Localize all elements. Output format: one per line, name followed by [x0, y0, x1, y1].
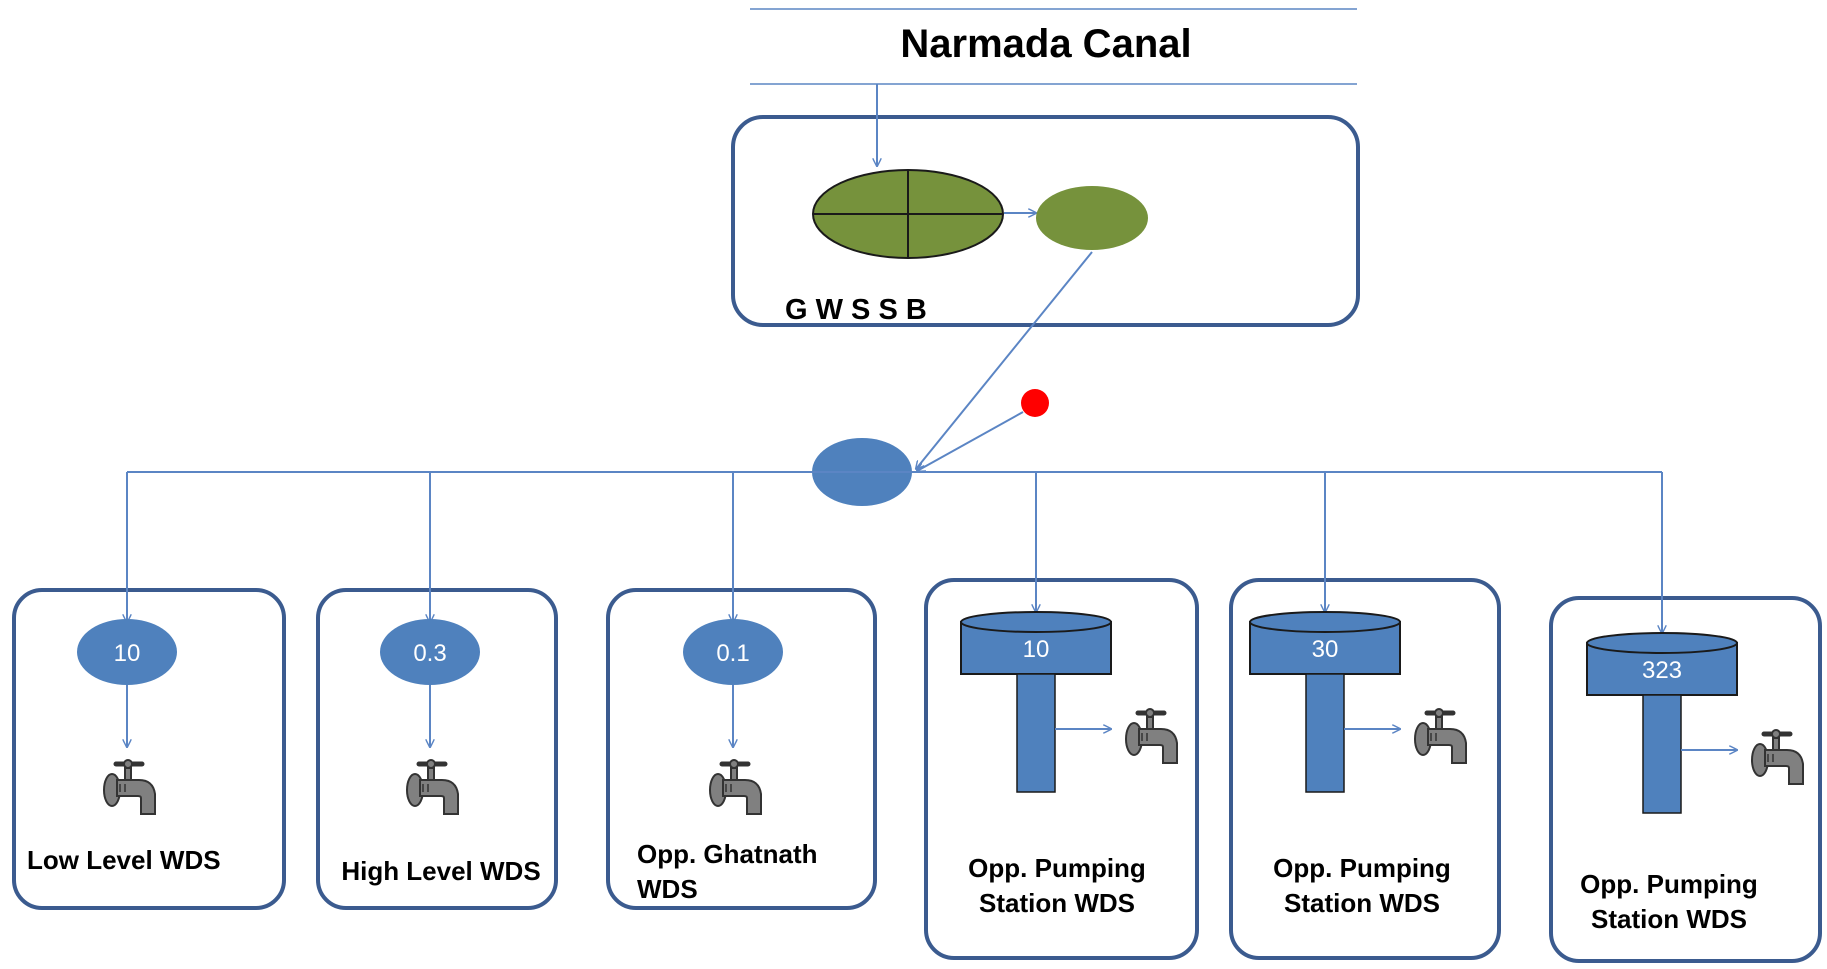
plant-label: G W S S B: [785, 294, 927, 326]
storage-value-6: 323: [1642, 657, 1682, 684]
wds-label-2-line-1: High Level WDS: [341, 856, 540, 886]
plant-to-node-line: [916, 251, 1093, 469]
storage-sump-3: [683, 619, 783, 685]
elevated-tank-top-5: [1249, 611, 1401, 633]
canal-title: Narmada Canal: [900, 22, 1191, 66]
marker-to-node-line: [917, 411, 1024, 471]
elevated-tank-column-4: [1016, 673, 1056, 793]
wds-label-6-line-2: Station WDS: [1591, 904, 1747, 934]
wds-label-1-line-1: Low Level WDS: [27, 845, 221, 875]
elevated-tank-column-5: [1305, 673, 1345, 793]
storage-value-1: 10: [114, 640, 141, 667]
storage-sump-1: [77, 619, 177, 685]
red-marker-point: [1021, 389, 1049, 417]
storage-sump-2: [380, 619, 480, 685]
elevated-tank-column-6: [1642, 694, 1682, 814]
wds-label-3-line-2: WDS: [637, 874, 698, 904]
wds-box-1: [12, 588, 286, 910]
wds-label-5-line-2: Station WDS: [1284, 888, 1440, 918]
storage-value-4: 10: [1023, 636, 1050, 663]
wds-box-2: [316, 588, 558, 910]
wds-label-3-line-1: Opp. Ghatnath: [637, 839, 818, 869]
clear-water-sump: [1036, 186, 1148, 250]
elevated-tank-top-6: [1586, 632, 1738, 654]
storage-value-5: 30: [1312, 636, 1339, 663]
elevated-tank-body-5: [1249, 621, 1401, 675]
storage-value-2: 0.3: [413, 640, 446, 667]
elevated-tank-top-4: [960, 611, 1112, 633]
wds-label-4-line-1: Opp. Pumping: [968, 853, 1146, 883]
storage-value-3: 0.1: [716, 640, 749, 667]
wds-label-5-line-1: Opp. Pumping: [1273, 853, 1451, 883]
wds-label-6-line-1: Opp. Pumping: [1580, 869, 1758, 899]
wds-box-3: [606, 588, 877, 910]
wds-label-4-line-2: Station WDS: [979, 888, 1135, 918]
